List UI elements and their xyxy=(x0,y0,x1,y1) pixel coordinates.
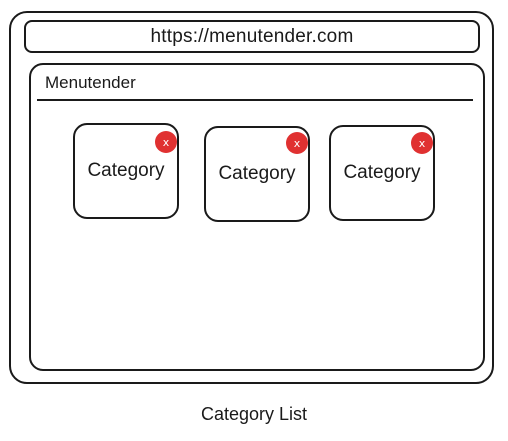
category-card[interactable]: Category xyxy=(329,125,435,221)
url-text: https://menutender.com xyxy=(150,25,354,47)
header-divider xyxy=(37,99,473,101)
delete-category-icon[interactable]: x xyxy=(155,131,177,153)
category-label: Category xyxy=(87,160,165,181)
delete-category-icon[interactable]: x xyxy=(411,132,433,154)
category-label: Category xyxy=(218,163,296,184)
delete-category-icon[interactable]: x xyxy=(286,132,308,154)
app-title: Menutender xyxy=(45,73,136,92)
browser-window xyxy=(9,11,494,384)
address-bar[interactable]: https://menutender.com xyxy=(24,20,480,53)
app-window xyxy=(29,63,485,371)
category-card[interactable]: Category xyxy=(73,123,179,219)
category-label: Category xyxy=(343,162,421,183)
screen-caption: Category List xyxy=(200,404,308,424)
category-card[interactable]: Category xyxy=(204,126,310,222)
